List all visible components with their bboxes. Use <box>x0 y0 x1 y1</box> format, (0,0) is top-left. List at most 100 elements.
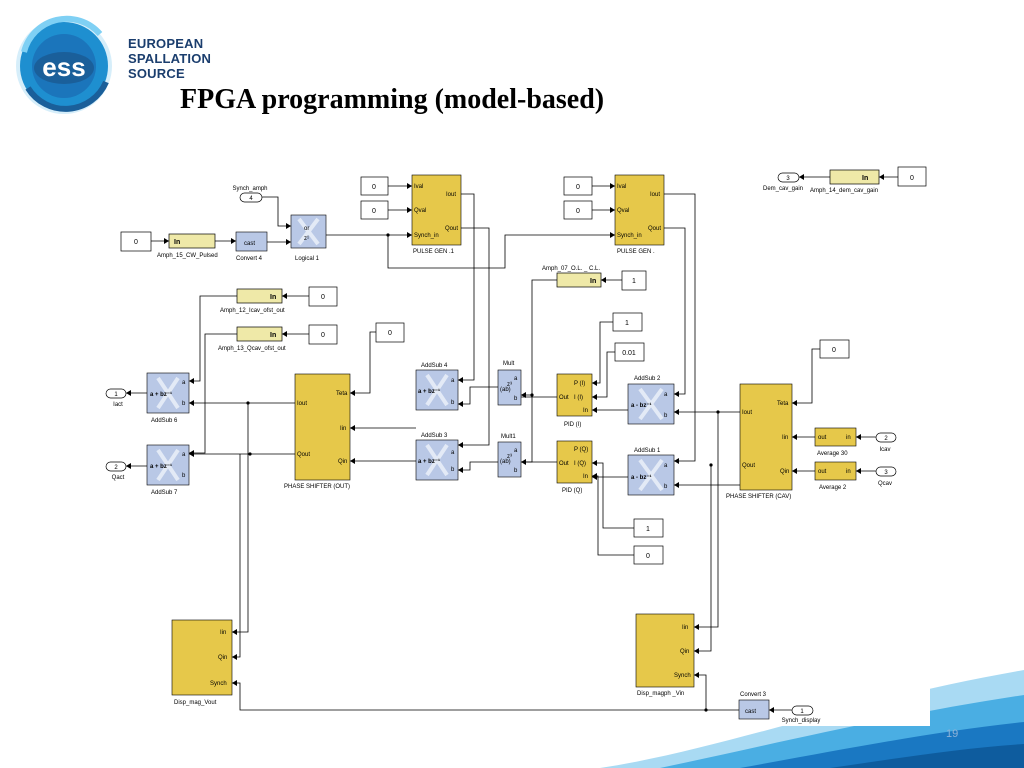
dvin-iin: Iin <box>682 625 688 631</box>
pidi-p-const: 1 <box>625 320 629 327</box>
pidq-i: I (Q) <box>574 461 586 467</box>
ps-out-name: PHASE SHIFTER (OUT) <box>284 484 350 490</box>
pg1-qval-const: 0 <box>372 208 376 215</box>
port-ovals <box>105 172 897 716</box>
pidi-i: I (I) <box>574 395 583 401</box>
amph13-const-value: 0 <box>321 332 325 339</box>
mult1-a: a <box>514 448 518 454</box>
wire-junctions <box>246 233 720 712</box>
subsystem-blocks <box>171 174 857 696</box>
mult-a: a <box>514 376 518 382</box>
ps-out-iin: Iin <box>340 426 346 432</box>
addsub3-name: AddSub 3 <box>421 433 448 439</box>
pidq-out: Out <box>559 461 569 467</box>
pg2-qval-const: 0 <box>576 208 580 215</box>
avg30-name: Average 30 <box>817 451 848 457</box>
ps-out-qout: Qout <box>297 452 310 458</box>
signal-wires <box>126 176 898 711</box>
ess-logo-icon: ess <box>16 15 112 114</box>
qcav-name: Qcav <box>878 481 892 487</box>
addsub6-expr: a + bz⁻¹ <box>150 391 172 398</box>
ps-cav-teta: Teta <box>777 401 789 407</box>
mult1-expr: (ab) <box>500 459 511 465</box>
amph07-const-value: 1 <box>632 278 636 285</box>
pg1-iout: Iout <box>446 192 456 198</box>
logo-text: EUROPEAN SPALLATION SOURCE <box>128 36 211 81</box>
pidq-p-const: 1 <box>646 526 650 533</box>
amph14-const-value: 0 <box>910 175 914 182</box>
constant-blocks <box>120 166 927 565</box>
mult1-b: b <box>514 468 518 474</box>
addsub4-expr: a + bz⁻¹ <box>418 388 440 395</box>
addsub4-b: b <box>451 400 455 406</box>
mult1-z: z³ <box>507 454 512 460</box>
pg1-name: PULSE GEN .1 <box>413 249 455 255</box>
qcav-port: 3 <box>884 470 888 476</box>
icav-name: Icav <box>879 447 890 453</box>
pg2-qval: Qval <box>617 208 629 214</box>
addsub3-a: a <box>451 450 455 456</box>
page-title: FPGA programming (model-based) <box>180 84 605 115</box>
pg1-qval: Qval <box>414 208 426 214</box>
amph07-name: Amph_07_O.L. _ C.L. <box>542 266 600 272</box>
addsub1-b: b <box>664 484 668 490</box>
addsub2-name: AddSub 2 <box>634 376 661 382</box>
logical1-name: Logical 1 <box>295 256 320 262</box>
logo-line-3: SOURCE <box>128 66 185 81</box>
mult-expr: (ab) <box>500 387 511 393</box>
teta-const-value: 0 <box>388 330 392 337</box>
iact-port: 1 <box>114 392 118 398</box>
convert4-name: Convert 4 <box>236 256 263 262</box>
logo-line-2: SPALLATION <box>128 51 212 66</box>
pg2-ival: Ival <box>617 184 626 190</box>
ps-cav-qout: Qout <box>742 463 755 469</box>
addsub3-b: b <box>451 467 455 473</box>
synch-amph-name: Synch_amph <box>232 186 267 192</box>
avg30-in: in <box>846 435 851 441</box>
addsub2-expr: a - bz⁻¹ <box>631 402 652 409</box>
addsub4-name: AddSub 4 <box>421 363 448 369</box>
iact-name: Iact <box>113 402 123 408</box>
pidq-name: PID (Q) <box>562 488 582 494</box>
addsub4-a: a <box>451 378 455 384</box>
logical1-top: or <box>304 226 309 232</box>
amph14-in-label: In <box>862 175 868 182</box>
addsub6-a: a <box>182 380 186 386</box>
pidq-in: In <box>583 474 588 480</box>
amph12-const-value: 0 <box>321 294 325 301</box>
wire-arrowheads <box>126 174 884 713</box>
addsub1-a: a <box>664 463 668 469</box>
synch-display-port: 1 <box>800 709 804 715</box>
dvout-name: Disp_mag_Vout <box>174 700 217 706</box>
dem-port: 3 <box>786 176 790 182</box>
pscav-teta-const: 0 <box>832 347 836 354</box>
pidi-i-const: 0.01 <box>622 350 636 357</box>
pidi-p: P (I) <box>574 381 585 387</box>
amph15-const-value: 0 <box>134 239 138 246</box>
addsub7-name: AddSub 7 <box>151 490 178 496</box>
svg-text:ess: ess <box>42 52 85 82</box>
addsub7-b: b <box>182 473 186 479</box>
amph12-in-label: In <box>270 294 276 301</box>
convert3-name: Convert 3 <box>740 692 767 698</box>
pg2-qout: Qout <box>648 226 661 232</box>
addsub2-a: a <box>664 392 668 398</box>
avg2-name: Average 2 <box>819 485 847 491</box>
pg1-qout: Qout <box>445 226 458 232</box>
avg2-out: out <box>818 469 827 475</box>
pg1-ival-const: 0 <box>372 184 376 191</box>
ps-cav-qin: Qin <box>780 469 789 475</box>
logical1-bot: z¹ <box>304 236 309 242</box>
dvout-synch: Synch <box>210 681 227 687</box>
pg2-synch: Synch_in <box>617 233 642 239</box>
addsub7-expr: a + bz⁻¹ <box>150 463 172 470</box>
qact-port: 2 <box>114 465 118 471</box>
dvout-iin: Iin <box>220 630 226 636</box>
ps-out-qin: Qin <box>338 459 347 465</box>
pg2-name: PULSE GEN . <box>617 249 655 255</box>
convert4-text: cast <box>244 241 255 247</box>
dvin-synch: Synch <box>674 673 691 679</box>
amph15-name: Amph_15_CW_Pulsed <box>157 253 218 259</box>
ps-cav-name: PHASE SHIFTER (CAV) <box>726 494 791 500</box>
xilinx-x-icons <box>156 217 664 492</box>
